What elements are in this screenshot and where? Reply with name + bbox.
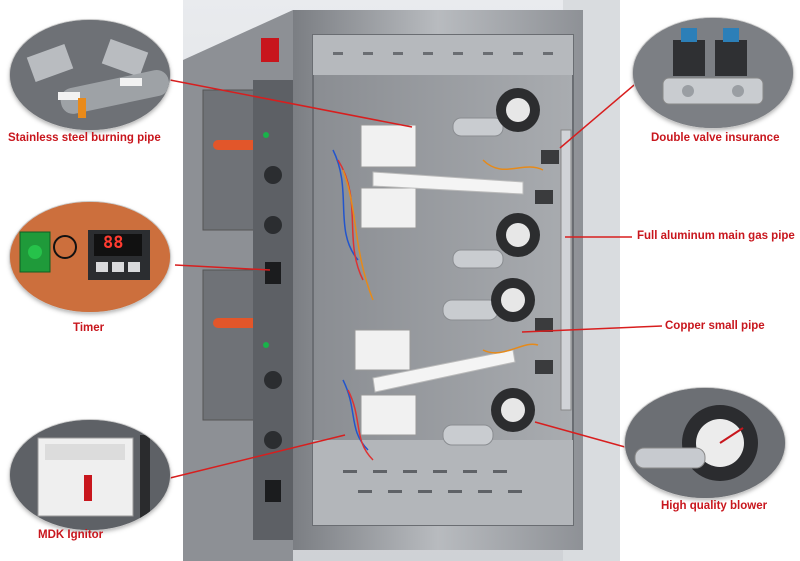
burning-pipe-label: Stainless steel burning pipe xyxy=(8,132,161,144)
ignitor-label: MDK Ignitor xyxy=(38,529,104,541)
main-gas-pipe-label: Full aluminum main gas pipe xyxy=(637,230,795,242)
burning-pipe-callout xyxy=(10,20,170,130)
oven-photo xyxy=(183,0,620,561)
timer-digits: 88 xyxy=(103,233,124,253)
double-valve-label: Double valve insurance xyxy=(651,132,780,144)
copper-pipe-label: Copper small pipe xyxy=(665,320,765,332)
blower-label: High quality blower xyxy=(661,500,768,512)
double-valve-callout xyxy=(633,18,793,128)
blower-callout xyxy=(625,388,785,498)
timer-label: Timer xyxy=(73,322,105,334)
ignitor-callout xyxy=(10,420,170,530)
timer-callout: 88 xyxy=(10,202,170,312)
